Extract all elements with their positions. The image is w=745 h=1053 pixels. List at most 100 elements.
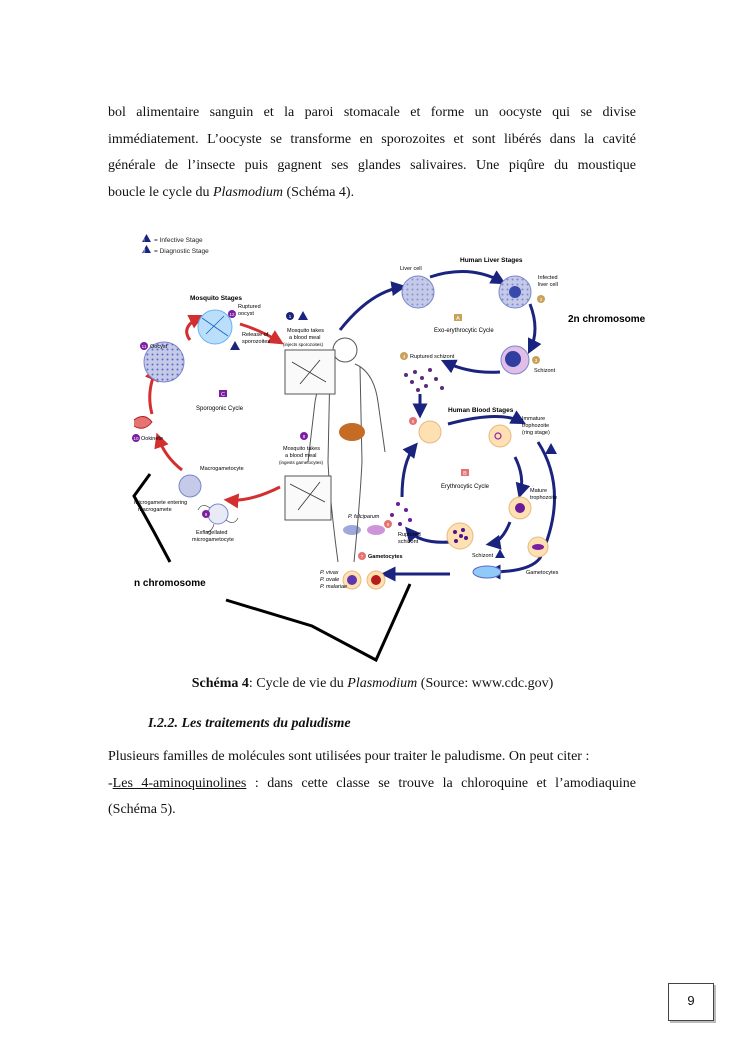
legend-icon-letter: d [143, 249, 146, 255]
text-segment: - [108, 775, 113, 791]
mosquito-bite-bottom: 8 Mosquito takes a blood meal (ingests g… [279, 432, 332, 521]
legend-diagnostic-label: = Diagnostic Stage [154, 248, 209, 255]
liver-organ [339, 423, 365, 441]
mosquito-takes-label: (ingests gametocytes) [279, 460, 324, 465]
species-label: P. falciparum [348, 514, 380, 520]
immature-trophozoite-icon [488, 424, 512, 448]
gametocytes-group: P. falciparum 7 Gametocytes P. vivax P. … [320, 514, 403, 590]
stage-number: 6 [387, 522, 390, 527]
stage-number: 1 [289, 314, 292, 319]
arrow-blood-1 [447, 410, 526, 426]
ruptured-oocyst-label: Ruptured [238, 304, 261, 310]
paragraph-line: générale de l’insecte puis gagnent ses g… [108, 158, 636, 173]
legend-infective-label: = Infective Stage [154, 237, 203, 244]
mature-troph-label: trophozoite [530, 495, 557, 501]
cycle-letter-badge [454, 314, 462, 321]
blood-cycle: 5 Immature trophozoite (ring stage) B Er… [380, 410, 559, 582]
paragraph-line: immédiatement. L’oocyste se transforme e… [108, 131, 636, 147]
mature-troph-label: Mature [530, 488, 547, 494]
stage-number: 8 [303, 434, 306, 439]
red-blood-cell-icon [418, 420, 442, 444]
arrow-oocyst-up [185, 314, 205, 341]
stage-number: 9 [205, 512, 208, 517]
stage-number: 4 [403, 354, 406, 359]
human-head [332, 337, 358, 363]
mosquito-takes-label: Mosquito takes [283, 446, 320, 452]
paragraph-line: (Schéma 5). [108, 802, 176, 817]
oocyst-label: Oocyst [150, 344, 168, 350]
ruptured-schizont-label: Ruptured schizont [410, 354, 455, 360]
stage-number: 12 [229, 312, 235, 317]
stage-number: 2 [540, 297, 543, 302]
plasmodium-life-cycle-diagram: i = Infective Stage d = Diagnostic Stage… [132, 234, 646, 663]
stage-number: 7 [361, 554, 364, 559]
paragraph-line: boucle le cycle du Plasmodium (Schéma 4)… [108, 180, 636, 207]
text-segment: : dans cette classe se trouve la chloroq… [246, 775, 636, 791]
stage-number: 3 [535, 358, 538, 363]
blood-stages-title: Human Blood Stages [448, 407, 514, 414]
liver-stages-title: Human Liver Stages [460, 257, 523, 264]
subsection-heading: I.2.2. Les traitements du paludisme [148, 716, 351, 731]
caption-label: Schéma 4 [191, 676, 249, 691]
schizont-label: Schizont [534, 368, 556, 374]
release-sporozoites-label: sporozoites [242, 339, 270, 345]
text-segment: (Source: www.cdc.gov) [417, 676, 554, 691]
infected-cell-label: liver cell [538, 282, 558, 288]
paragraph-treatments: Plusieurs familles de molécules sont uti… [108, 744, 636, 824]
diagnostic-triangle-icon [142, 245, 151, 253]
arrow-blood-4 [405, 526, 451, 544]
immature-troph-label: (ring stage) [522, 430, 550, 436]
text-segment: (Schéma 4). [282, 184, 355, 200]
arrow-to-macrogametocyte [223, 485, 281, 509]
page-number-box: 9 [668, 983, 714, 1021]
page-number: 9 [687, 993, 695, 1008]
annotation-n-chromosome: n chromosome [134, 578, 206, 589]
sporogonic-cycle-label: Sporogonic Cycle [196, 406, 244, 412]
ookinete-label: Ookinete [141, 436, 163, 442]
blood-schizont-label: Schizont [472, 553, 494, 559]
arrow-liver-3 [440, 359, 501, 374]
infective-triangle-icon [142, 234, 151, 242]
ruptured-oocyst-label: oocyst [238, 311, 254, 317]
species-label: P. ovale [320, 577, 339, 583]
mosquito-takes-label: (injects sporozoites) [283, 342, 324, 347]
merozoites [404, 368, 444, 392]
sporogonic-cycle: 12 Ruptured oocyst Release of sporozoite… [132, 304, 284, 543]
cycle-letter: C [221, 392, 225, 398]
mosquito-takes-label: a blood meal [289, 335, 321, 341]
italic-term: Plasmodium [212, 184, 283, 200]
arrow-to-ookinete [154, 432, 183, 472]
exo-cycle-label: Exo-erythrocytic Cycle [434, 328, 494, 334]
exflagellated-icon [207, 503, 229, 525]
mosquito-takes-label: Mosquito takes [287, 328, 324, 334]
ruptured-schizont-merozoites [390, 502, 412, 526]
ruptured-schizont-blood-label: Ruptured [398, 532, 421, 538]
mosquito-takes-label: a blood meal [285, 453, 317, 459]
paragraph-intro: bol alimentaire sanguin et la paroi stom… [108, 100, 636, 206]
liver-cell-label: Liver cell [400, 266, 422, 272]
arrow-liver-2 [527, 303, 542, 355]
stage-number: 11 [142, 344, 147, 349]
annotation-stroke-bottom [225, 583, 412, 663]
microgamete-label: Microgamete entering [134, 500, 187, 506]
underlined-term: Les 4-aminoquinolines [112, 775, 247, 791]
arrow-blood-3 [485, 521, 512, 550]
cycle-letter: B [463, 471, 467, 477]
figure-caption: Schéma 4: Cycle de vie du Plasmodium (So… [0, 676, 745, 692]
stage-number: 10 [133, 436, 139, 441]
stage-number: 5 [412, 419, 415, 424]
arrow-blood-2 [513, 456, 531, 499]
gametocytes-left-label: Gametocytes [368, 554, 403, 560]
arrow-liver-1 [429, 270, 506, 285]
annotation-2n-chromosome: 2n chromosome [568, 314, 646, 325]
cycle-letter: A [456, 316, 460, 322]
gametocytes-label: Gametocytes [526, 570, 559, 576]
mosquito-bite-top: 1 Mosquito takes a blood meal (injects s… [283, 311, 336, 395]
species-label: P. malariae [320, 584, 347, 590]
italic-term: Plasmodium [347, 676, 418, 691]
paragraph-line: Plusieurs familles de molécules sont uti… [108, 749, 590, 764]
microgamete-label: macrogamete [138, 507, 172, 513]
text-segment: boucle le cycle du [108, 184, 213, 200]
immature-troph-label: trophozoite [522, 423, 549, 429]
paragraph-line: bol alimentaire sanguin et la paroi stom… [108, 105, 636, 120]
